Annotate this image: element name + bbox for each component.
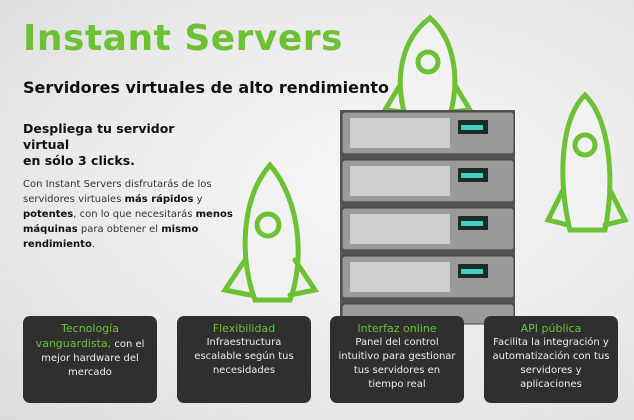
rocket-icon (220, 161, 320, 303)
desc-bold: menos máquinas (23, 209, 233, 235)
card-text: Infraestructura escalable según tus nece… (194, 337, 294, 376)
lead-text: Despliega tu servidor virtual en sólo 3 … (23, 121, 203, 169)
card-title: API pública (520, 322, 582, 335)
feature-card-flexibilidad: Flexibilidad Infraestructura escalable s… (177, 316, 311, 403)
desc-text: para obtener el (77, 224, 162, 235)
desc-bold: más rápidos (124, 194, 194, 205)
page-title: Instant Servers (23, 18, 343, 59)
desc-text: Con Instant Servers disfrutarás de los s… (23, 179, 212, 205)
description: Con Instant Servers disfrutarás de los s… (23, 177, 233, 252)
lead-line: virtual (23, 137, 70, 152)
card-title: Interfaz online (357, 322, 437, 335)
card-text: con el mejor hardware del mercado (41, 339, 145, 378)
lead-line: en sólo 3 clicks. (23, 153, 135, 168)
card-text: Facilita la integración y automatización… (492, 337, 610, 390)
page-subtitle: Servidores virtuales de alto rendimiento (23, 78, 390, 97)
desc-text: y (193, 194, 203, 205)
server-rack-icon (340, 110, 515, 325)
desc-text: . (91, 239, 96, 250)
rocket-icon (380, 14, 475, 118)
lead-line: Despliega tu servidor (23, 121, 175, 136)
card-title: Flexibilidad (212, 322, 276, 335)
feature-card-api: API pública Facilita la integración y au… (484, 316, 618, 403)
desc-text: , con lo que necesitarás (73, 209, 196, 220)
card-text: Panel del control intuitivo para gestion… (338, 337, 456, 390)
feature-card-tecnologia: Tecnología vanguardista, con el mejor ha… (23, 316, 157, 403)
desc-bold: potentes (23, 209, 74, 220)
feature-card-interfaz: Interfaz online Panel del control intuit… (330, 316, 464, 403)
rocket-icon (544, 91, 629, 233)
desc-bold: mismo rendimiento (23, 224, 199, 250)
card-title: Tecnología vanguardista, (35, 322, 119, 350)
